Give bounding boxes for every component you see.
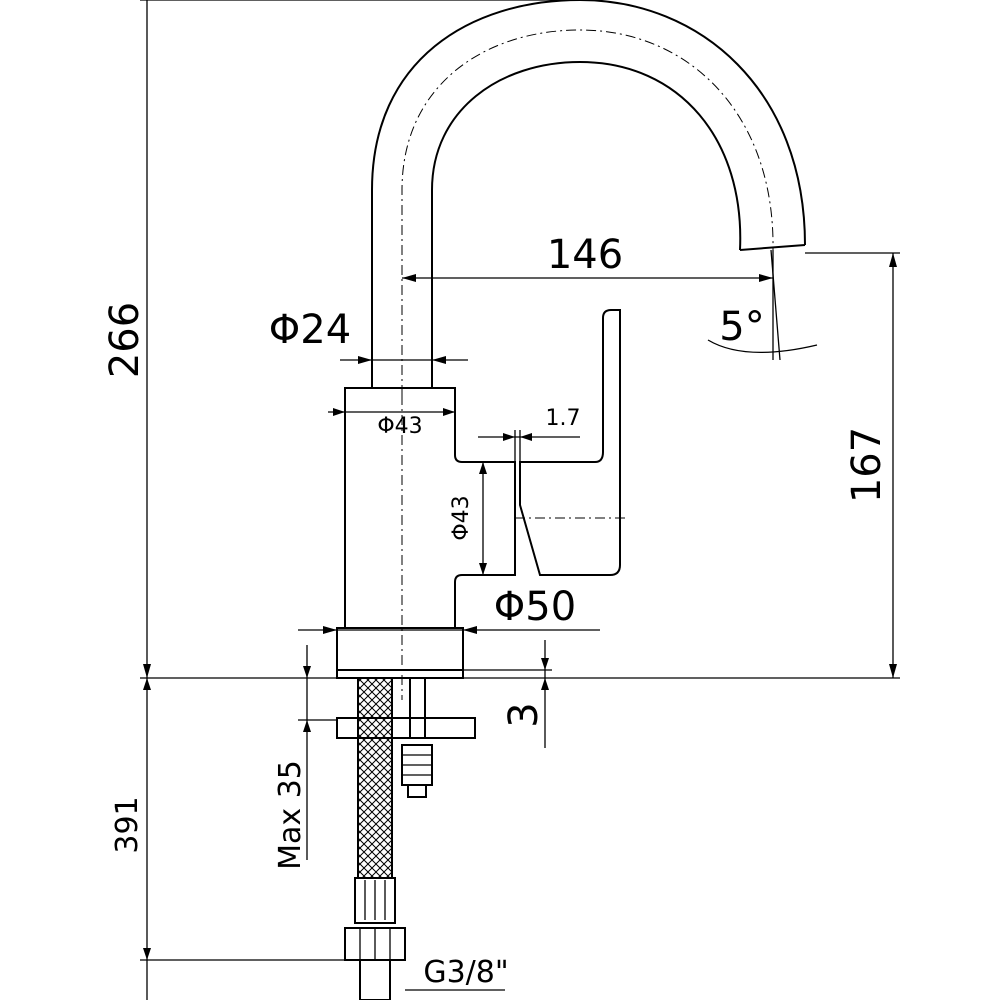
dim-base-thickness: 3: [463, 640, 552, 748]
dim-label: Max 35: [273, 760, 308, 870]
dim-label: 266: [102, 302, 148, 378]
dim-label: 5°: [719, 304, 764, 350]
dim-connection: G3/8": [405, 955, 509, 991]
under-deck-assembly: [336, 677, 476, 1000]
dim-label: 1.7: [546, 406, 581, 431]
dim-spout-reach: 146: [402, 232, 773, 282]
dim-handle-offset: 1.7: [478, 406, 581, 462]
dim-max-deck: Max 35: [273, 645, 337, 870]
lever-handle: [515, 309, 628, 576]
dim-label: 167: [844, 427, 890, 503]
dim-label: Φ43: [449, 495, 474, 540]
dim-label: 391: [110, 796, 145, 853]
dim-handle-diameter: Φ43: [449, 462, 487, 575]
spout: [371, 0, 806, 395]
dim-label: Φ43: [377, 414, 422, 439]
dim-hose-length: 391: [110, 678, 345, 1000]
dim-spout-diameter: Φ24: [269, 307, 468, 388]
dim-body-diameter: Φ43: [328, 408, 455, 439]
dim-label: Φ24: [269, 307, 351, 353]
dim-label: 3: [501, 702, 547, 727]
faucet-body: [336, 387, 516, 700]
dim-base-diameter: Φ50: [298, 584, 600, 634]
dim-spout-height: 167: [844, 253, 897, 678]
dim-label: Φ50: [494, 584, 576, 630]
dim-total-height: 266: [102, 0, 151, 678]
dim-label: G3/8": [423, 955, 508, 990]
dim-label: 146: [547, 232, 623, 278]
dim-spout-angle: 5°: [707, 249, 818, 361]
